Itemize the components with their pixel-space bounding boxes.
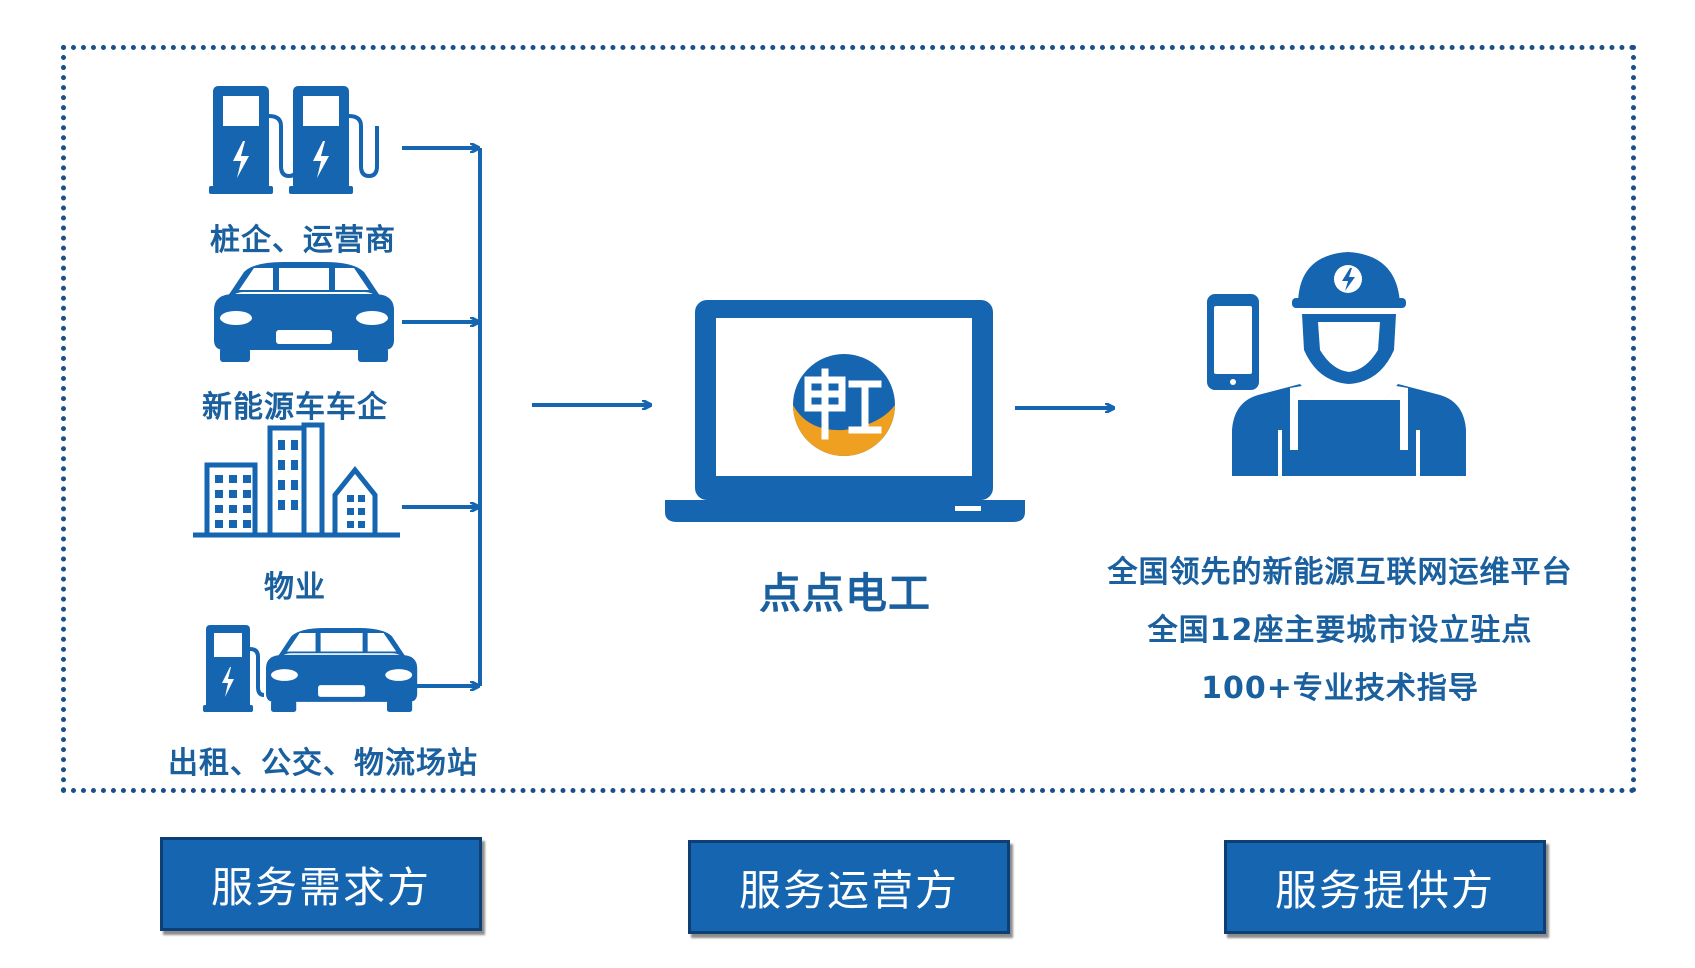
laptop-icon [665,300,1025,522]
technician-icon [1207,252,1466,476]
buildings-icon [193,422,400,538]
station-car-icon [203,625,418,712]
demand-label-pile-operators: 桩企、运营商 [210,223,396,258]
platform-logo-icon [793,354,895,456]
provider-line-1: 全国领先的新能源互联网运维平台 [1107,555,1573,590]
demand-arrows [402,148,482,686]
diagram-frame [61,45,1636,793]
platform-name: 点点电工 [758,569,931,618]
role-box-provider: 服务提供方 [1224,840,1546,934]
provider-line-3: 100+专业技术指导 [1201,671,1479,706]
role-box-demand: 服务需求方 [160,837,482,931]
role-box-operator: 服务运营方 [688,840,1010,934]
demand-label-property: 物业 [264,570,326,605]
demand-label-ev-makers: 新能源车车企 [202,390,388,425]
provider-line-2: 全国12座主要城市设立驻点 [1147,613,1533,648]
car-icon [214,262,394,362]
demand-label-stations: 出租、公交、物流场站 [168,746,478,781]
charging-station-icon [209,86,379,194]
